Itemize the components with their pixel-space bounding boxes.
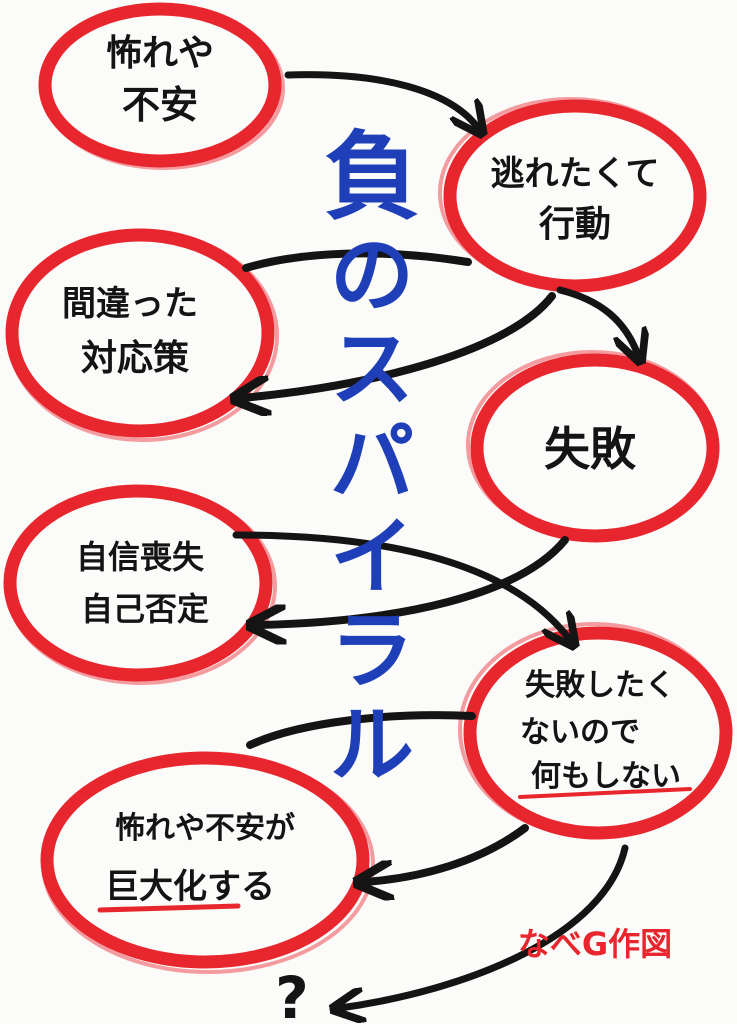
node-wrong-line-2: 対応策 [81,338,189,379]
arrow-failure-to-wrong [242,292,556,398]
node-inaction: 失敗したく ないので 何もしない [520,668,681,794]
arrow-to-question [340,844,629,1008]
author-credit: なべG作図 [518,925,672,963]
node-inaction-line-2: ないので [520,715,640,750]
node-growth: 怖れや不安が 巨大化する [105,811,295,907]
title-char-3: ス [330,320,414,418]
circle-escape [443,99,707,293]
title-char-7: ル [330,696,414,794]
circle-fear [38,2,282,168]
node-fear: 怖れや 不安 [106,33,214,127]
arrows [232,71,638,1008]
arrow-confidence-to-inaction [232,531,570,640]
circle-inaction [463,626,733,840]
title-char-1: 負 [324,121,420,233]
node-fear-line-2: 不安 [122,83,198,127]
node-inaction-line-1: 失敗したく [525,668,675,703]
circle-failure [470,353,720,543]
circle-confidence [3,484,273,682]
node-escape-line-1: 逃れたくて [491,154,660,194]
arrow-fear-to-escape [284,71,478,128]
node-growth-line-2: 巨大化する [105,867,275,907]
title-char-4: パ [330,414,414,512]
node-inaction-line-3: 何もしない [531,759,681,794]
circle-wrong [5,228,275,438]
arrow-inaction-to-growth [246,711,476,749]
node-fear-line-1: 怖れや [106,33,214,74]
node-growth-line-1: 怖れや不安が [115,811,295,846]
node-failure-line-1: 失敗 [544,422,637,476]
arrow-escape-to-wrong [242,249,472,272]
node-wrong: 間違った 対応策 [62,284,198,379]
node-wrong-line-1: 間違った [62,284,198,324]
question-mark: ? [275,964,309,1024]
arrow-failure-to-confidence [258,536,569,625]
node-failure: 失敗 [544,422,637,476]
arrow-inaction-to-growth-lower [365,824,529,882]
title-char-5: イ [330,508,414,606]
node-confidence-line-1: 自信喪失 [76,538,205,576]
title-char-6: ラ [330,602,414,700]
node-circles [3,2,733,974]
node-escape: 逃れたくて 行動 [491,154,660,245]
title-char-2: の [330,226,414,324]
underline-growth [97,903,241,913]
node-confidence-line-2: 自己否定 [81,590,209,628]
node-confidence: 自信喪失 自己否定 [76,538,209,628]
underlines [97,787,692,913]
circle-growth [40,751,370,969]
arrow-escape-to-failure [556,286,638,355]
underline-nothing [518,787,692,799]
node-escape-line-2: 行動 [539,204,611,245]
